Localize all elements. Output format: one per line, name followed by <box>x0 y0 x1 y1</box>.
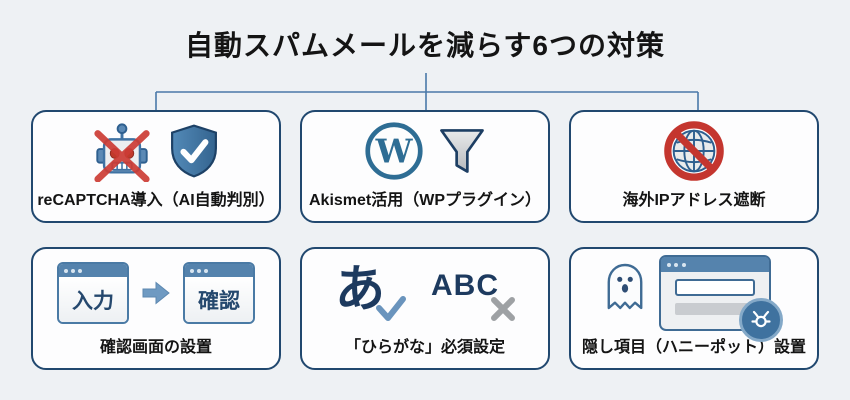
card-confirm-screen-icons: 入力 確認 <box>57 249 255 333</box>
window-titlebar <box>59 264 127 277</box>
card-confirm-screen-label: 確認画面の設置 <box>99 339 212 356</box>
card-recaptcha-icons <box>91 112 222 186</box>
window-dot <box>190 268 194 273</box>
ghost-icon <box>607 263 642 310</box>
page-title: 自動スパムメールを減らす6つの対策 <box>184 30 665 61</box>
card-hiragana: あ ABC 「ひらがな」必須設定 <box>300 247 550 370</box>
honeypot-window-icon <box>658 255 783 342</box>
window-dot <box>204 268 208 273</box>
card-recaptcha: reCAPTCHA導入（AI自動判別） <box>31 110 281 223</box>
globe-blocked-icon <box>664 121 724 181</box>
hiragana-check-icon: あ <box>335 264 406 322</box>
wordpress-letter: W <box>374 132 413 171</box>
shield-check-icon <box>170 124 217 178</box>
card-akismet-icons: W <box>364 112 487 186</box>
input-window-label: 入力 <box>59 277 127 322</box>
card-ip-block: 海外IPアドレス遮断 <box>569 110 819 223</box>
funnel-icon <box>439 129 484 173</box>
window-dot <box>71 268 75 273</box>
card-honeypot-icons <box>604 249 785 342</box>
gray-bar <box>674 303 755 315</box>
window-dot <box>78 268 82 273</box>
window-dot <box>197 268 201 273</box>
card-akismet-label: Akismet活用（WPプラグイン） <box>308 192 542 209</box>
confirm-window-label: 確認 <box>185 277 253 322</box>
hidden-field-box <box>674 279 755 296</box>
bug-icon <box>750 310 771 328</box>
card-confirm-screen: 入力 確認 確認画面の設置 <box>31 247 281 370</box>
window-dot <box>64 268 68 273</box>
card-honeypot: 隠し項目（ハニーポット）設置 <box>569 247 819 370</box>
card-hiragana-label: 「ひらがな」必須設定 <box>344 339 505 356</box>
window-titlebar <box>185 264 253 277</box>
input-window-icon: 入力 <box>57 262 129 324</box>
card-ip-block-icons <box>663 112 725 186</box>
check-icon <box>376 296 406 321</box>
card-ip-block-label: 海外IPアドレス遮断 <box>622 192 766 209</box>
bug-badge <box>738 298 783 342</box>
cross-icon <box>491 297 515 321</box>
confirm-window-icon: 確認 <box>183 262 255 324</box>
window-dot <box>666 262 671 267</box>
window-titlebar <box>660 257 769 272</box>
wordpress-icon: W <box>364 122 423 180</box>
hiragana-char: あ <box>335 261 385 317</box>
card-recaptcha-label: reCAPTCHA導入（AI自動判別） <box>37 192 275 209</box>
latin-text: ABC <box>431 269 499 302</box>
robot-blocked-icon <box>93 123 150 182</box>
card-honeypot-label: 隠し項目（ハニーポット）設置 <box>581 339 806 356</box>
abc-cross-icon: ABC <box>431 271 515 321</box>
card-hiragana-icons: あ ABC <box>335 249 515 333</box>
card-akismet: W Akismet活用（WPプラグイン） <box>300 110 550 223</box>
arrow-right-icon <box>142 281 170 305</box>
window-dot <box>681 262 686 267</box>
window-dot <box>674 262 678 267</box>
